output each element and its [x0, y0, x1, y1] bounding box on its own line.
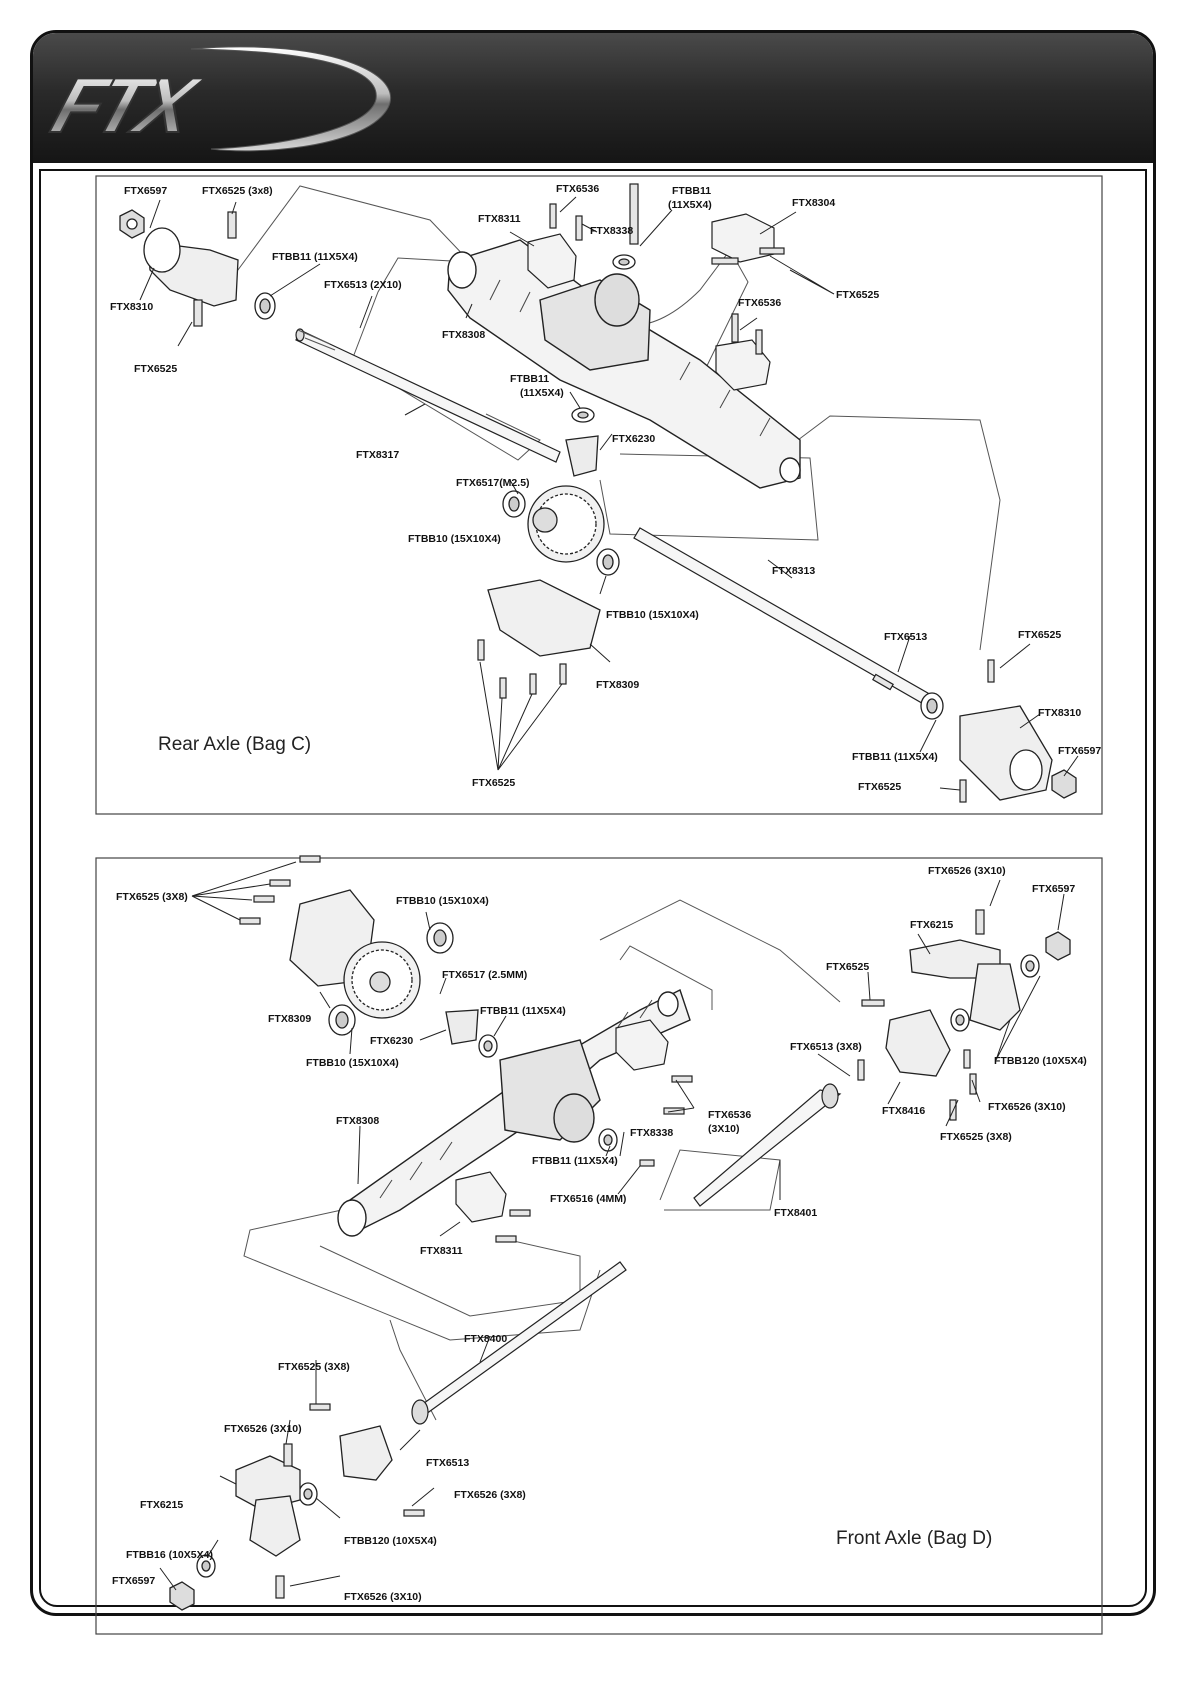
rear-shaft-left	[295, 328, 561, 463]
label-ftx8338-rear: FTX8338	[590, 225, 633, 237]
label-ftx6597-rear-right: FTX6597	[1058, 745, 1101, 757]
label-ftbb10-front-top: FTBB10 (15X10X4)	[396, 895, 489, 907]
label-ftx6517-m25: FTX6517(M2.5)	[456, 477, 530, 489]
label-ftx6536-front-1: FTX6536	[708, 1109, 751, 1121]
label-ftx6597-front-left: FTX6597	[112, 1575, 155, 1587]
label-ftx8304: FTX8304	[792, 197, 835, 209]
label-ftbb120-front-right: FTBB120 (10X5X4)	[994, 1055, 1087, 1067]
rear-gears	[527, 435, 605, 563]
label-ftbb10-rear-left: FTBB10 (15X10X4)	[408, 533, 501, 545]
front-shaft-left	[411, 1261, 627, 1425]
label-ftbb16: FTBB16 (10X5X4)	[126, 1549, 213, 1561]
front-bearings	[196, 922, 1040, 1578]
front-screws	[239, 855, 985, 1599]
label-ftx6215-front-left: FTX6215	[140, 1499, 183, 1511]
label-ftx6517-2-5mm: FTX6517 (2.5MM)	[442, 969, 527, 981]
label-ftx8338-front: FTX8338	[630, 1127, 673, 1139]
label-ftx6525-3x8-rear: FTX6525 (3x8)	[202, 185, 273, 197]
label-ftbb10-rear-right: FTBB10 (15X10X4)	[606, 609, 699, 621]
label-ftbb10-front-bottom: FTBB10 (15X10X4)	[306, 1057, 399, 1069]
front-knuckle-right	[885, 931, 1071, 1077]
label-ftx6526-3x8-front: FTX6526 (3X8)	[454, 1489, 526, 1501]
label-ftx8308-front: FTX8308	[336, 1115, 379, 1127]
label-ftx6230-rear: FTX6230	[612, 433, 655, 445]
label-ftx8308-rear: FTX8308	[442, 329, 485, 341]
label-ftbb11-rear-left: FTBB11 (11X5X4)	[272, 251, 358, 263]
front-gears	[343, 941, 479, 1045]
label-ftx6525-rear-bracket: FTX6525	[836, 289, 879, 301]
hex-nut-front-left	[169, 1581, 195, 1611]
rear-hub-right	[959, 705, 1077, 801]
label-ftx8317: FTX8317	[356, 449, 399, 461]
label-ftx6536-front-2: (3X10)	[708, 1123, 740, 1135]
front-shaft-right	[693, 1083, 842, 1207]
rear-hub-left	[119, 209, 239, 307]
label-ftx6525-rear-right-top: FTX6525	[1018, 629, 1061, 641]
label-ftx6516-4mm: FTX6516 (4MM)	[550, 1193, 626, 1205]
label-ftx6597-rear-left: FTX6597	[124, 185, 167, 197]
label-ftx6526-3x10-front-bottom: FTX6526 (3X10)	[344, 1591, 422, 1603]
label-ftbb11-front-top: FTBB11 (11X5X4)	[480, 1005, 566, 1017]
hex-nut-right	[1051, 769, 1077, 799]
label-ftx6597-front-right: FTX6597	[1032, 883, 1075, 895]
label-ftbb120-front-left: FTBB120 (10X5X4)	[344, 1535, 437, 1547]
logo-swoosh	[190, 46, 392, 152]
rear-leader-lines	[139, 196, 1079, 791]
label-ftx8311-rear: FTX8311	[478, 213, 521, 225]
label-ftx6536-rear-bottom: FTX6536	[738, 297, 781, 309]
label-ftx8400: FTX8400	[464, 1333, 507, 1345]
label-ftx6525-3x8-front-mid: FTX6525 (3X8)	[940, 1131, 1012, 1143]
label-ftx6525-front-right: FTX6525	[826, 961, 869, 973]
label-ftx6525-3x8-front-top: FTX6525 (3X8)	[116, 891, 188, 903]
label-ftx6230-front: FTX6230	[370, 1035, 413, 1047]
rear-axle-housing	[447, 239, 801, 489]
label-ftbb11-front-mid: FTBB11 (11X5X4)	[532, 1155, 618, 1167]
rear-axle-panel	[95, 175, 1103, 815]
front-leader-lines	[159, 861, 1065, 1591]
label-ftx8416: FTX8416	[882, 1105, 925, 1117]
label-ftbb11-rear-mid-1: FTBB11	[510, 373, 549, 385]
content-area	[39, 169, 1147, 1607]
label-ftx8310-rear-left: FTX8310	[110, 301, 153, 313]
label-ftx6525-rear-right-bottom: FTX6525	[858, 781, 901, 793]
label-ftx6536-rear-top: FTX6536	[556, 183, 599, 195]
label-ftx8310-rear-right: FTX8310	[1038, 707, 1081, 719]
rear-bearings	[254, 254, 944, 720]
front-axle-title: Front Axle (Bag D)	[836, 1528, 992, 1549]
rear-diff-cover	[487, 579, 601, 657]
front-axle-housing	[337, 989, 691, 1237]
label-ftx8309-rear: FTX8309	[596, 679, 639, 691]
ftx-logo: FTX	[42, 46, 392, 152]
label-ftx8311-front: FTX8311	[420, 1245, 463, 1257]
label-ftx6526-3x10-front-left: FTX6526 (3X10)	[224, 1423, 302, 1435]
label-ftx8401: FTX8401	[774, 1207, 817, 1219]
label-ftx6513-3x8: FTX6513 (3X8)	[790, 1041, 862, 1053]
label-ftx6513-rear: FTX6513	[884, 631, 927, 643]
label-ftx6513-front: FTX6513	[426, 1457, 469, 1469]
hex-nut-front-right	[1045, 931, 1071, 961]
label-ftbb11-rear-top-1: FTBB11	[672, 185, 711, 197]
label-ftx6525-rear-cover: FTX6525	[472, 777, 515, 789]
front-mount-brackets	[455, 1019, 669, 1223]
label-ftbb11-rear-mid-2: (11X5X4)	[520, 387, 564, 399]
label-ftx6525-3x8-front-left: FTX6525 (3X8)	[278, 1361, 350, 1373]
label-ftx6513-2x10: FTX6513 (2X10)	[324, 279, 402, 291]
label-ftx6215-front-right: FTX6215	[910, 919, 953, 931]
label-ftx8313: FTX8313	[772, 565, 815, 577]
rear-screws	[193, 183, 995, 803]
label-ftx6526-3x10-front-mid: FTX6526 (3X10)	[988, 1101, 1066, 1113]
front-knuckle-left	[169, 1425, 393, 1611]
label-ftbb11-rear-top-2: (11X5X4)	[668, 199, 712, 211]
header-bar: FTX	[33, 33, 1153, 163]
front-axle-panel	[95, 857, 1103, 1635]
label-ftx8309-front: FTX8309	[268, 1013, 311, 1025]
rear-axle-title: Rear Axle (Bag C)	[158, 734, 311, 755]
label-ftbb11-rear-right: FTBB11 (11X5X4)	[852, 751, 938, 763]
label-ftx6525-rear-left: FTX6525	[134, 363, 177, 375]
label-ftx6526-3x10-front-top: FTX6526 (3X10)	[928, 865, 1006, 877]
